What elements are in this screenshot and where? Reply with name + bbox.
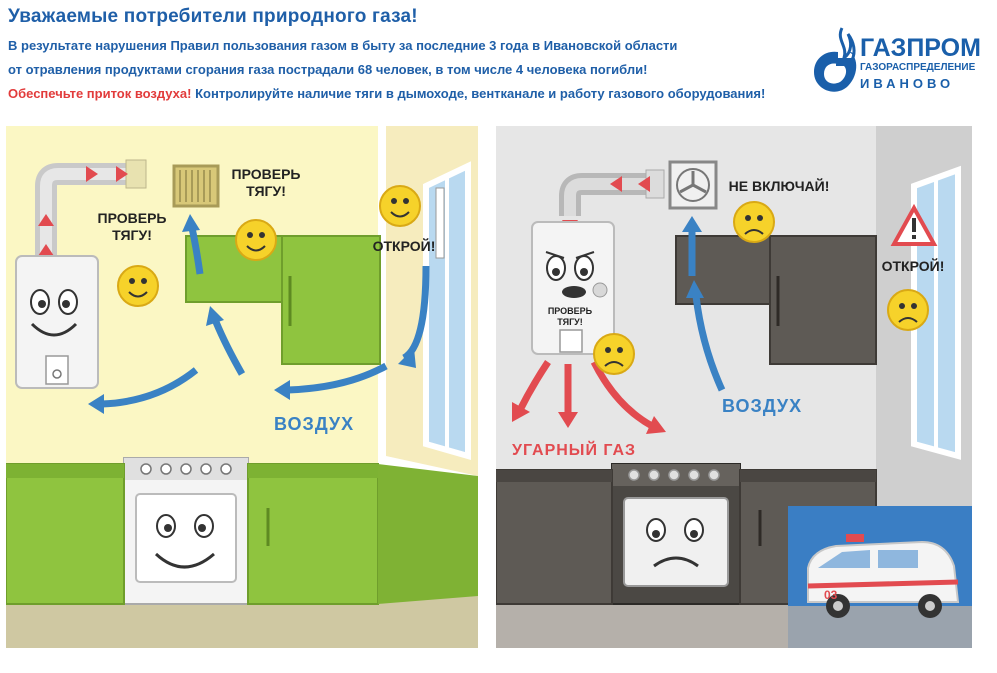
check-draft-label-2: ПРОВЕРЬ ТЯГУ!: [224, 166, 308, 200]
air-label-right: ВОЗДУХ: [722, 396, 803, 416]
open-window-label-right: ОТКРОЙ!: [881, 258, 945, 274]
heater-label-line-2: ТЯГУ!: [557, 317, 583, 327]
check-draft-2-line-1: ПРОВЕРЬ: [231, 166, 301, 182]
open-window-label: ОТКРОЙ!: [372, 238, 436, 254]
warning-triangle-icon: [890, 203, 938, 246]
ambulance-icon: [788, 534, 972, 648]
header-line-3: Обеспечьте приток воздуха! Контролируйте…: [8, 86, 765, 101]
header-line-1: В результате нарушения Правил пользовани…: [8, 38, 678, 53]
page-title: Уважаемые потребители природного газа!: [8, 6, 418, 27]
happy-smiley-icon: [117, 265, 159, 307]
carbon-monoxide-label: УГАРНЫЙ ГАЗ: [512, 442, 637, 459]
check-draft-1-line-2: ТЯГУ!: [112, 227, 152, 243]
air-label-left: ВОЗДУХ: [274, 414, 355, 434]
gazprom-logo: ГАЗПРОМ ГАЗОРАСПРЕДЕЛЕНИЕ ИВАНОВО: [808, 24, 981, 120]
dont-turn-on-label: НЕ ВКЛЮЧАЙ!: [728, 178, 830, 194]
check-draft-label-1: ПРОВЕРЬ ТЯГУ!: [90, 210, 174, 244]
ambulance-inset: 03: [788, 506, 972, 648]
kitchen-safe-illustration: [6, 126, 478, 648]
kitchen-danger-panel: 03 НЕ ВКЛЮЧАЙ! ОТКРОЙ! ПРОВЕРЬ ТЯГУ! ВОЗ…: [496, 126, 972, 648]
heater-label: ПРОВЕРЬ ТЯГУ!: [540, 306, 600, 328]
heater-label-line-1: ПРОВЕРЬ: [547, 306, 593, 316]
header-line-3-text: Контролируйте наличие тяги в дымоходе, в…: [191, 86, 766, 101]
logo-city: ИВАНОВО: [860, 76, 955, 91]
check-draft-1-line-1: ПРОВЕРЬ: [97, 210, 167, 226]
header-warning: Обеспечьте приток воздуха!: [8, 86, 192, 101]
check-draft-2-line-2: ТЯГУ!: [246, 183, 286, 199]
gas-flame-icon: [814, 27, 857, 92]
logo-name: ГАЗПРОМ: [860, 34, 981, 62]
ambulance-number: 03: [824, 588, 838, 602]
kitchen-safe-panel: ПРОВЕРЬ ТЯГУ! ПРОВЕРЬ ТЯГУ! ОТКРОЙ! ВОЗД…: [6, 126, 478, 648]
logo-sub: ГАЗОРАСПРЕДЕЛЕНИЕ: [860, 62, 976, 73]
header-line-2: от отравления продуктами сгорания газа п…: [8, 62, 648, 77]
